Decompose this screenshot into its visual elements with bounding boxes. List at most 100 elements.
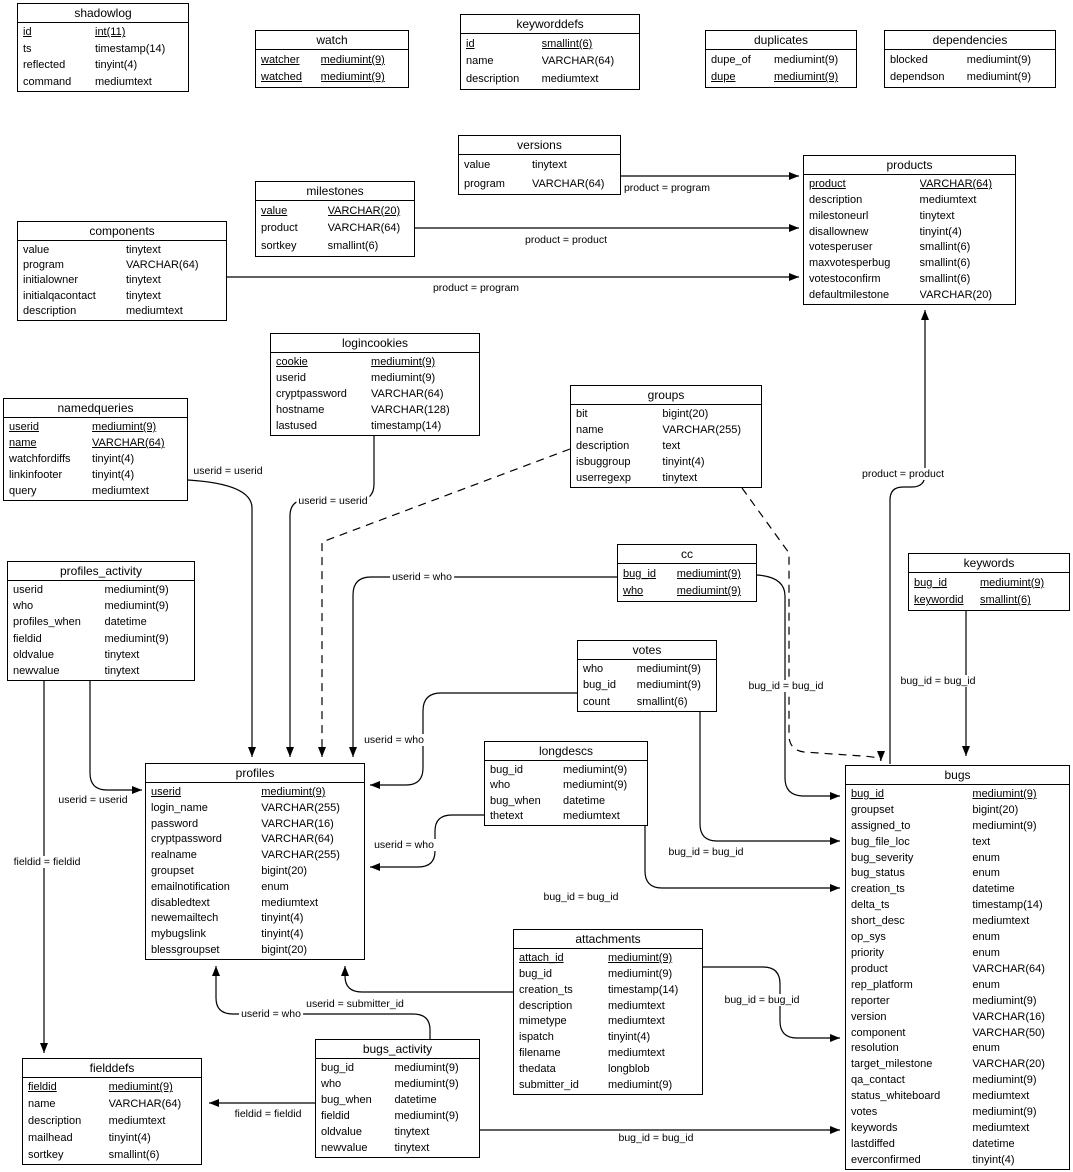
table-title-keywords: keywords	[909, 554, 1069, 573]
field-name: userid	[151, 785, 181, 798]
field-type: mediumint(9)	[394, 1078, 459, 1090]
field-type: datetime	[104, 616, 147, 629]
field-type: VARCHAR(64)	[261, 833, 334, 846]
field-type: enum	[972, 931, 1000, 944]
field-name: cryptpassword	[151, 833, 222, 846]
field-name: qa_contact	[851, 1074, 905, 1087]
field-type: tinytext	[104, 648, 140, 661]
field-type: VARCHAR(128)	[371, 404, 450, 416]
field-type: tinytext	[662, 472, 698, 484]
field-type: mediumint(9)	[562, 763, 628, 776]
field-type: datetime	[394, 1094, 437, 1106]
table-title-versions: versions	[459, 136, 620, 155]
field-type: mediumint(9)	[966, 53, 1031, 66]
table-title-dependencies: dependencies	[885, 31, 1055, 50]
field-name: keywordid	[914, 594, 964, 607]
field-name: status_whiteboard	[851, 1090, 941, 1103]
field-name: sortkey	[28, 1148, 64, 1161]
field-name: description	[519, 999, 573, 1012]
field-type: mediumint(9)	[562, 779, 628, 792]
field-name: who	[321, 1078, 342, 1090]
relationship-label-bugs_activity-fielddefs: fieldid = fieldid	[232, 1108, 304, 1120]
field-name: bug_id	[490, 763, 524, 776]
field-name: cookie	[276, 356, 308, 368]
field-type: timestamp(14)	[371, 420, 442, 432]
field-name: product	[851, 962, 888, 975]
field-type: tinytext	[919, 209, 955, 222]
field-type: mediumint(9)	[966, 71, 1031, 84]
field-name: short_desc	[851, 915, 905, 928]
field-row: cryptpassword VARCHAR(64)	[146, 833, 364, 845]
field-name: value	[464, 159, 491, 172]
field-row: who mediumint(9)	[316, 1078, 479, 1090]
field-type: text	[972, 835, 991, 848]
field-name: who	[623, 585, 644, 598]
relationship-label-profiles_activity-profiles: userid = userid	[56, 794, 130, 806]
relationship-label-longdescs-profiles: userid = who	[372, 839, 436, 851]
field-type: mediumtext	[972, 915, 1030, 928]
relationship-label-votes-bugs: bug_id = bug_id	[666, 846, 746, 858]
field-name: profiles_when	[13, 616, 81, 629]
field-type: VARCHAR(64)	[92, 437, 165, 449]
field-name: dependson	[890, 71, 945, 84]
field-name: description	[466, 73, 520, 86]
field-type: mediumint(9)	[104, 584, 169, 597]
table-title-longdescs: longdescs	[485, 742, 647, 761]
field-type: tinytext	[394, 1142, 430, 1154]
field-type: mediumint(9)	[320, 71, 385, 84]
field-type: tinytext	[125, 289, 161, 302]
field-name: description	[809, 193, 863, 206]
relationship-label-keywords-bugs: bug_id = bug_id	[898, 675, 978, 687]
field-type: text	[662, 440, 681, 452]
field-type: VARCHAR(50)	[972, 1026, 1045, 1039]
relationship-label-profiles_activity-fielddefs: fieldid = fieldid	[11, 856, 83, 868]
table-title-products: products	[804, 156, 1015, 175]
relationship-label-bugs_activity-profiles: userid = who	[239, 1008, 303, 1020]
field-name: bug_severity	[851, 851, 914, 864]
field-name: delta_ts	[851, 899, 890, 912]
field-type: VARCHAR(255)	[261, 801, 340, 814]
field-type: VARCHAR(64)	[541, 55, 615, 68]
field-name: mailhead	[28, 1131, 73, 1144]
field-row: bug_id mediumint(9)	[485, 764, 647, 776]
field-name: cryptpassword	[276, 388, 347, 400]
field-type: bigint(20)	[972, 803, 1019, 816]
field-name: oldvalue	[13, 648, 54, 661]
